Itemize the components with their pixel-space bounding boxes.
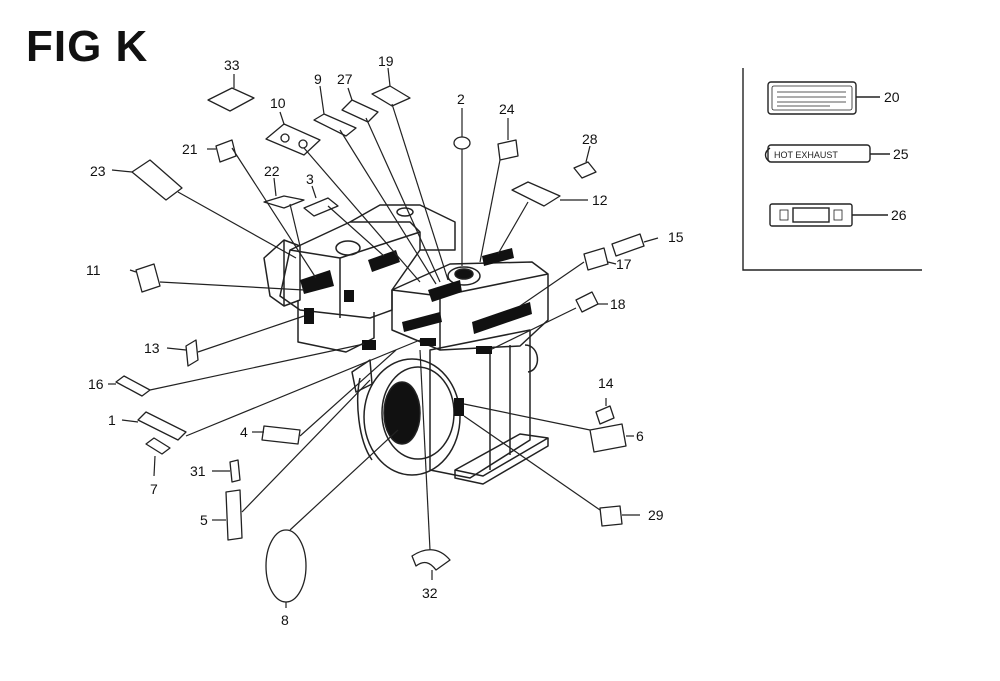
decal-8 xyxy=(265,529,307,603)
decal-15 xyxy=(611,233,645,257)
callout-25: 25 xyxy=(893,146,909,162)
decal-6 xyxy=(589,423,627,453)
decal-4 xyxy=(261,425,301,445)
decal-26 xyxy=(769,203,888,227)
decal-3 xyxy=(303,197,339,217)
decal-2 xyxy=(453,136,471,150)
callout-32: 32 xyxy=(422,585,438,601)
callout-16: 16 xyxy=(88,376,104,392)
decal-17 xyxy=(583,247,609,271)
decal-19 xyxy=(371,85,411,107)
callout-17: 17 xyxy=(616,256,632,272)
callout-2: 2 xyxy=(457,91,465,107)
callout-3: 3 xyxy=(306,171,314,187)
fuel-cap xyxy=(447,266,481,286)
air-cleaner-housing xyxy=(279,221,421,319)
callout-19: 19 xyxy=(378,53,394,69)
inset-panel xyxy=(742,68,922,271)
callout-24: 24 xyxy=(499,101,515,117)
cylinder-block xyxy=(297,300,375,353)
callout-21: 21 xyxy=(182,141,198,157)
callout-33: 33 xyxy=(224,57,240,73)
recoil-starter-housing xyxy=(363,358,461,476)
decal-10 xyxy=(265,123,321,156)
callout-18: 18 xyxy=(610,296,626,312)
crankcase xyxy=(429,329,531,479)
decal-33 xyxy=(207,87,255,112)
decal-23 xyxy=(131,159,183,201)
decal-18 xyxy=(575,291,599,313)
starter-grip xyxy=(351,359,373,393)
decal-1 xyxy=(137,411,187,441)
callout-5: 5 xyxy=(200,512,208,528)
callout-12: 12 xyxy=(592,192,608,208)
callout-20: 20 xyxy=(884,89,900,105)
loose-decals xyxy=(115,85,645,603)
callout-1: 1 xyxy=(108,412,116,428)
decal-12 xyxy=(511,181,561,207)
decal-32 xyxy=(411,549,451,571)
decal-13 xyxy=(185,339,199,367)
inset-border xyxy=(742,68,922,271)
decal-on-air-cleaner xyxy=(300,270,334,294)
leader-lines xyxy=(108,67,659,608)
callout-13: 13 xyxy=(144,340,160,356)
decal-24 xyxy=(497,139,519,161)
fuel-tank xyxy=(391,261,549,351)
decal-22 xyxy=(263,195,305,209)
engine-illustration xyxy=(263,204,549,485)
callout-11: 11 xyxy=(86,262,101,278)
callout-29: 29 xyxy=(648,507,664,523)
decal-28 xyxy=(573,161,597,179)
callout-numbers: 33 10 9 27 19 2 24 28 12 21 23 22 3 11 1… xyxy=(86,53,909,628)
callout-28: 28 xyxy=(582,131,598,147)
hot-exhaust-text: HOT EXHAUST xyxy=(774,150,838,160)
decal-31 xyxy=(229,459,241,483)
callout-27: 27 xyxy=(337,71,353,87)
callout-15: 15 xyxy=(668,229,684,245)
callout-31: 31 xyxy=(190,463,206,479)
callout-14: 14 xyxy=(598,375,614,391)
decal-20 xyxy=(767,81,880,115)
decal-21 xyxy=(215,139,237,163)
figure-title: FIG K xyxy=(26,22,149,71)
callout-26: 26 xyxy=(891,207,907,223)
starter-hub xyxy=(383,381,421,445)
decal-29 xyxy=(599,505,623,527)
decal-27 xyxy=(341,99,379,123)
decal-16 xyxy=(115,375,151,397)
callout-10: 10 xyxy=(270,95,286,111)
decal-25-hot-exhaust xyxy=(764,144,890,163)
decal-9 xyxy=(313,113,357,137)
callout-4: 4 xyxy=(240,424,248,440)
decal-5 xyxy=(225,489,243,541)
decal-11 xyxy=(135,263,161,293)
decal-7 xyxy=(145,437,171,455)
callout-6: 6 xyxy=(636,428,644,444)
decal-14 xyxy=(595,405,615,425)
callout-23: 23 xyxy=(90,163,106,179)
callout-9: 9 xyxy=(314,71,322,87)
callout-8: 8 xyxy=(281,612,289,628)
callout-22: 22 xyxy=(264,163,280,179)
callout-7: 7 xyxy=(150,481,158,497)
